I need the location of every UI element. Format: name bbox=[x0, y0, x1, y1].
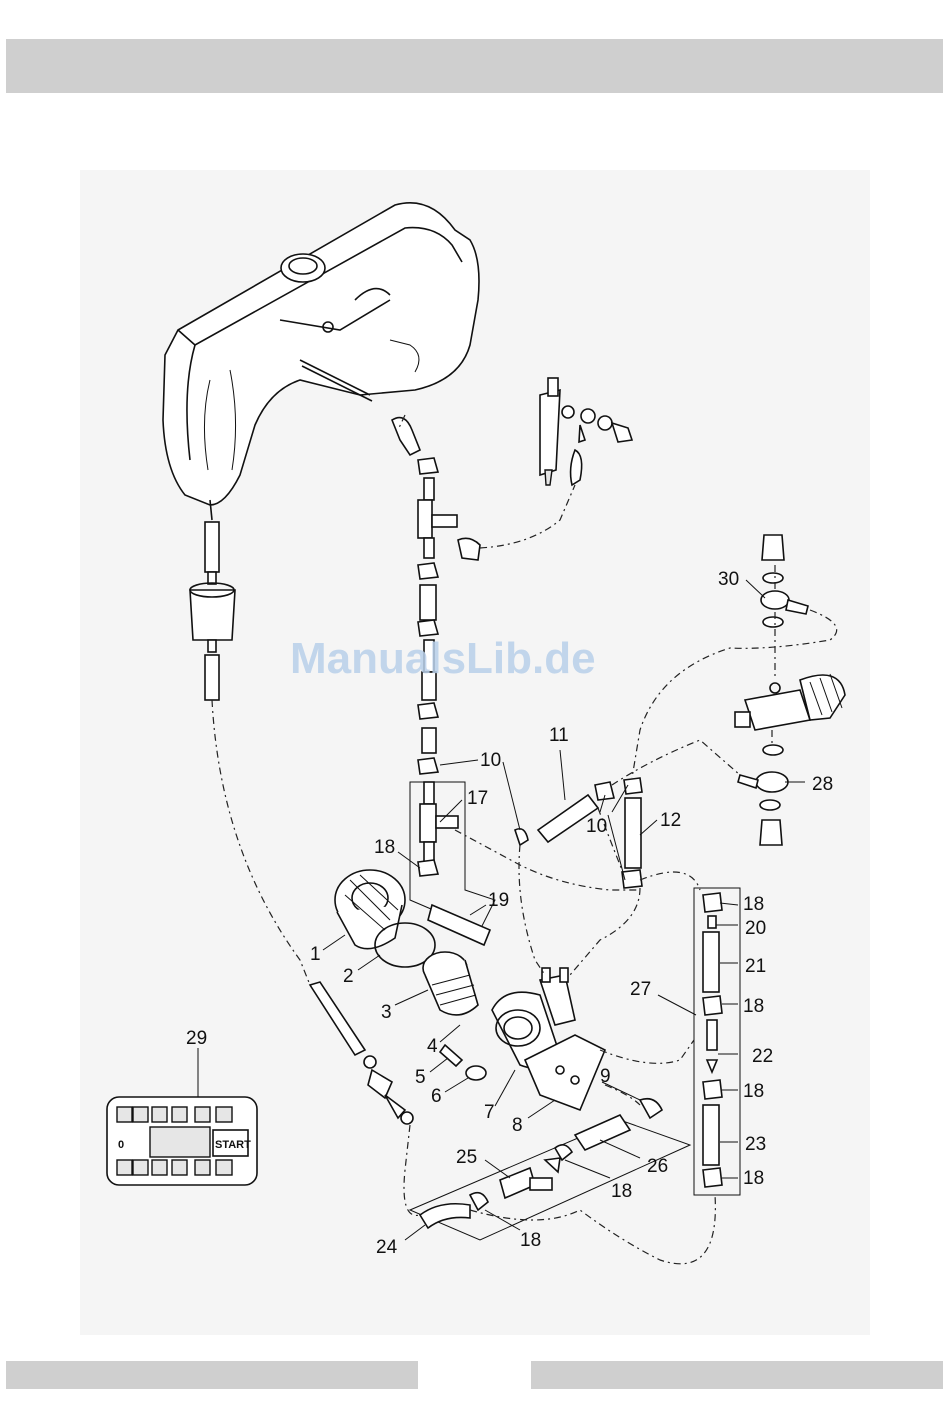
hose-26 bbox=[575, 1115, 630, 1150]
callout-18-t-piece: 18 bbox=[374, 837, 395, 858]
callout-26: 26 bbox=[647, 1156, 668, 1177]
callout-18-b2: 18 bbox=[520, 1230, 541, 1251]
callout-4: 4 bbox=[427, 1036, 438, 1057]
callout-21: 21 bbox=[745, 956, 766, 977]
callout-8: 8 bbox=[512, 1115, 523, 1136]
return-tee-25 bbox=[500, 1158, 560, 1198]
callout-7: 7 bbox=[484, 1102, 495, 1123]
callout-24: 24 bbox=[376, 1237, 398, 1258]
screw-5 bbox=[440, 1045, 462, 1066]
callout-28: 28 bbox=[812, 774, 833, 795]
footer-bar-left bbox=[6, 1361, 418, 1389]
filter-cover-1 bbox=[335, 870, 405, 949]
callout-23: 23 bbox=[745, 1134, 766, 1155]
hose-24 bbox=[420, 1204, 470, 1228]
callout-17: 17 bbox=[467, 788, 488, 809]
callout-18-r4: 18 bbox=[743, 1168, 764, 1189]
callout-10-lower: 10 bbox=[586, 816, 607, 837]
callout-20: 20 bbox=[745, 918, 766, 939]
hose-19 bbox=[428, 905, 490, 945]
return-line-parts bbox=[703, 893, 722, 1187]
hose-12 bbox=[625, 798, 641, 868]
callout-18-b1: 18 bbox=[611, 1181, 632, 1202]
callout-9: 9 bbox=[600, 1066, 611, 1087]
clamp-18-bottom-left bbox=[470, 1193, 488, 1210]
fuel-line-fittings bbox=[418, 458, 480, 774]
hose-short bbox=[392, 418, 420, 455]
decal-start-label: START bbox=[215, 1139, 251, 1151]
control-decal-29: START 0 bbox=[107, 1097, 257, 1185]
callout-27: 27 bbox=[630, 979, 651, 1000]
banjo-fitting-28 bbox=[738, 745, 788, 845]
callout-22: 22 bbox=[752, 1046, 773, 1067]
callout-10-upper: 10 bbox=[480, 750, 501, 771]
callout-18-r3: 18 bbox=[743, 1081, 764, 1102]
callout-3: 3 bbox=[381, 1002, 392, 1023]
callout-18-r1: 18 bbox=[743, 894, 764, 915]
washer-6 bbox=[466, 1066, 486, 1080]
clamp-9 bbox=[640, 1099, 662, 1118]
injection-pump bbox=[735, 674, 845, 730]
clamp-12-top bbox=[624, 778, 642, 794]
callout-12: 12 bbox=[660, 810, 681, 831]
t-piece-17 bbox=[418, 782, 458, 876]
callout-25: 25 bbox=[456, 1147, 477, 1168]
callout-5: 5 bbox=[415, 1067, 426, 1088]
clamp-10-left bbox=[515, 829, 528, 845]
footer-bar-right bbox=[531, 1361, 943, 1389]
callout-11: 11 bbox=[549, 725, 569, 746]
callout-6: 6 bbox=[431, 1086, 442, 1107]
callout-2: 2 bbox=[343, 966, 354, 987]
decal-zero-label: 0 bbox=[118, 1139, 124, 1151]
injector-assembly bbox=[540, 378, 632, 485]
callout-18-r2: 18 bbox=[743, 996, 764, 1017]
callout-19: 19 bbox=[488, 890, 509, 911]
banjo-bolt-30 bbox=[761, 535, 808, 627]
callout-29: 29 bbox=[186, 1028, 207, 1049]
callout-30: 30 bbox=[718, 569, 739, 590]
watermark: ManualsLib.de bbox=[290, 634, 596, 683]
callout-1: 1 bbox=[310, 944, 321, 965]
inline-fuel-filter bbox=[190, 522, 235, 700]
filter-element-3 bbox=[423, 952, 478, 1015]
